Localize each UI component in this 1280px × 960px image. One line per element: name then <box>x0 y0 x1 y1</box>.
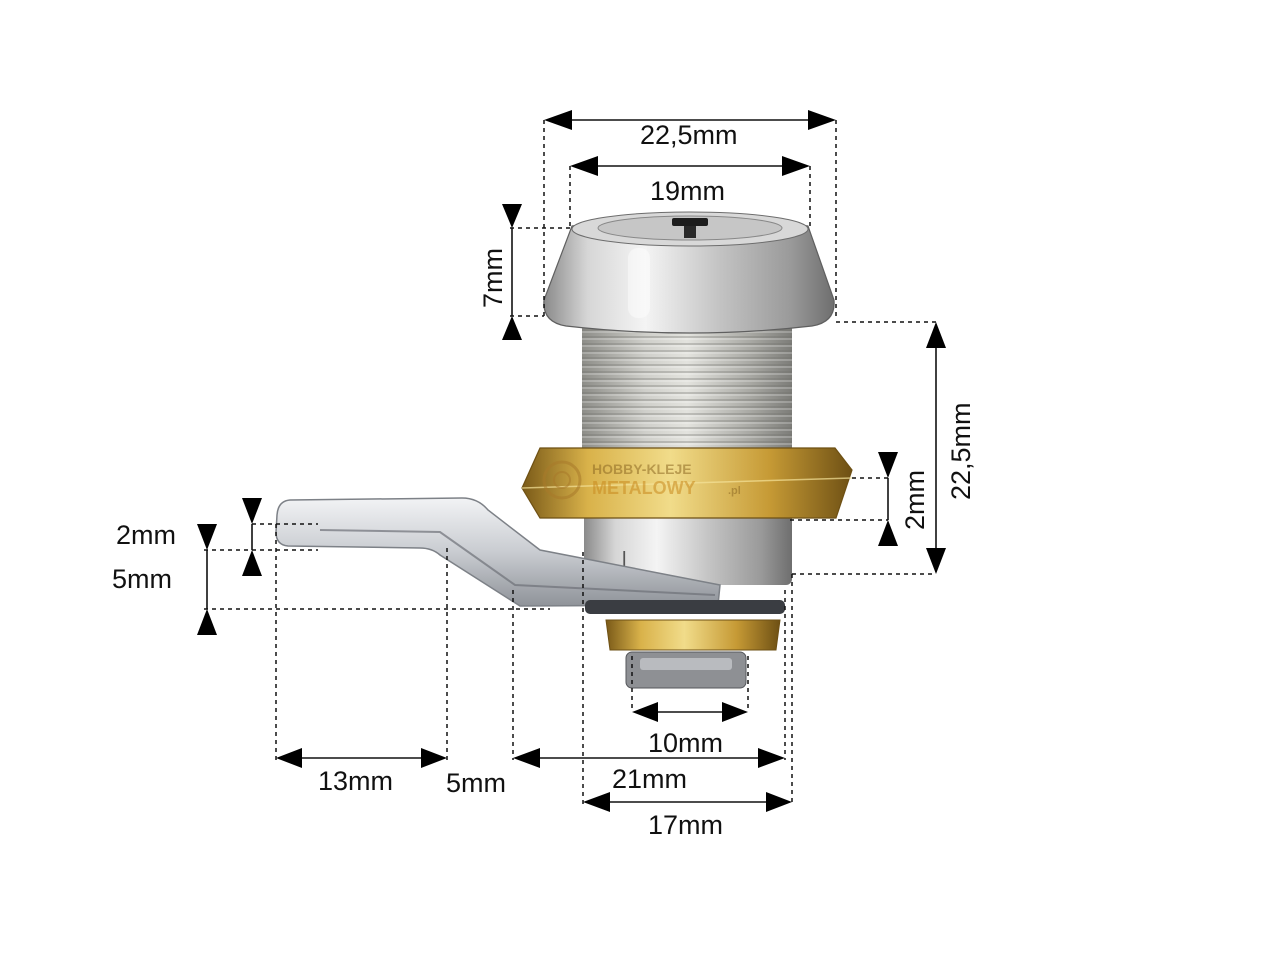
spindle-screw <box>640 658 732 670</box>
label-head-inner-width: 19mm <box>650 176 725 206</box>
keyhole-icon <box>672 218 708 226</box>
label-body-length: 22,5mm <box>946 402 976 500</box>
watermark: HOBBY-KLEJE METALOWY .pl <box>542 460 741 500</box>
label-nut-thickness: 2mm <box>900 470 930 530</box>
dim-head-height: 7mm <box>478 204 522 340</box>
dim-nut-thickness: 2mm <box>878 452 930 546</box>
label-cam-tip-length: 13mm <box>318 766 393 796</box>
barrel-threads <box>582 318 792 468</box>
watermark-logo-icon <box>542 460 582 500</box>
dim-head-outer: 22,5mm <box>544 110 836 150</box>
head-highlight <box>628 248 650 318</box>
cam-lever <box>275 497 721 607</box>
body-mark: l <box>622 549 626 571</box>
cam-lever-edge <box>319 529 716 596</box>
watermark-line2: METALOWY <box>592 478 696 498</box>
bottom-nut <box>605 619 781 651</box>
dim-head-inner: 19mm <box>570 156 810 206</box>
watermark-suffix: .pl <box>728 485 741 497</box>
hex-nut-face-line <box>521 477 853 489</box>
label-body-diameter: 17mm <box>648 810 723 840</box>
dim-body-diameter: 17mm <box>583 792 792 840</box>
watermark-line1: HOBBY-KLEJE <box>592 461 692 477</box>
label-head-height: 7mm <box>478 248 508 308</box>
dim-cam-bend: 5mm <box>446 768 506 798</box>
label-cam-thickness: 2mm <box>116 520 176 550</box>
label-head-outer-width: 22,5mm <box>640 120 738 150</box>
dim-cam-reach: 21mm <box>513 748 785 794</box>
dim-spindle-width: 10mm <box>632 702 748 758</box>
lock-illustration: l HOBBY-KLEJE METALOWY .pl <box>275 211 853 689</box>
label-cam-reach: 21mm <box>612 764 687 794</box>
label-cam-offset: 5mm <box>112 564 172 594</box>
keyhole-slot <box>684 226 696 238</box>
label-cam-bend-length: 5mm <box>446 768 506 798</box>
dim-cam-tip-length: 13mm <box>276 748 447 796</box>
dim-body-length: 22,5mm <box>926 322 976 574</box>
washer <box>585 600 785 614</box>
dimension-annotations: 22,5mm 19mm 7mm 22,5mm 2mm <box>112 110 976 840</box>
dim-cam-offset: 5mm <box>112 524 217 635</box>
label-spindle-width: 10mm <box>648 728 723 758</box>
lock-body-lower <box>584 505 792 585</box>
dim-cam-thickness: 2mm <box>116 498 262 576</box>
